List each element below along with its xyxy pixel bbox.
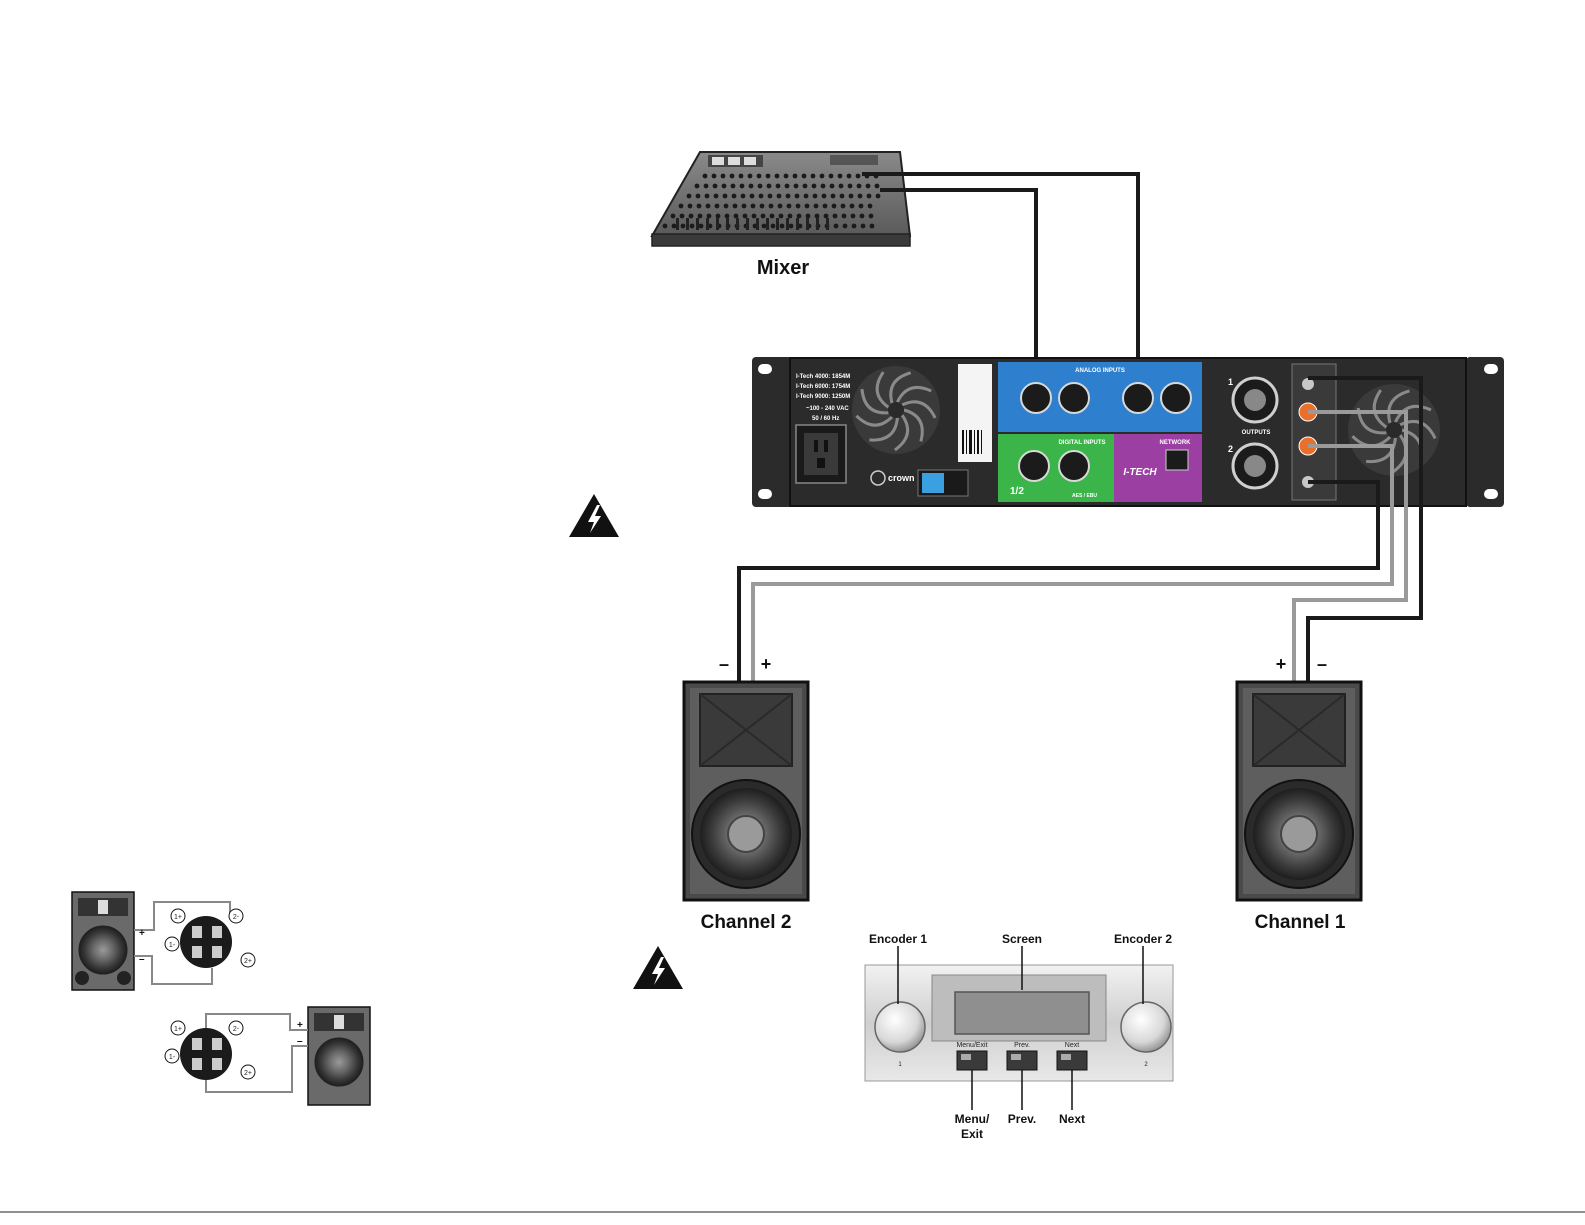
- menu-exit-callout-line1: Menu/: [955, 1112, 990, 1126]
- svg-text:~100 - 240 VAC: ~100 - 240 VAC: [806, 406, 849, 412]
- svg-text:ANALOG INPUTS: ANALOG INPUTS: [1075, 368, 1125, 374]
- speakon-wiring-detail-1: + – 1+ 1- 2- 2+: [72, 892, 255, 990]
- ch2-plus: +: [761, 654, 772, 674]
- lcd-screen: [955, 992, 1089, 1034]
- next-button[interactable]: [1057, 1051, 1087, 1070]
- ch1-minus: –: [1317, 654, 1327, 674]
- svg-text:+: +: [297, 1020, 303, 1031]
- next-callout: Next: [1059, 1112, 1085, 1126]
- svg-text:DIGITAL INPUTS: DIGITAL INPUTS: [1058, 440, 1105, 446]
- svg-text:OUTPUTS: OUTPUTS: [1242, 430, 1271, 436]
- svg-text:–: –: [297, 1036, 303, 1047]
- electrical-hazard-warning-icon: [569, 494, 619, 537]
- ch2-minus: –: [719, 654, 729, 674]
- encoder-2-knob[interactable]: [1121, 1002, 1171, 1052]
- svg-text:1-: 1-: [169, 942, 176, 949]
- svg-text:1/2: 1/2: [1010, 486, 1024, 497]
- svg-text:+: +: [139, 928, 145, 939]
- svg-text:NETWORK: NETWORK: [1160, 440, 1192, 446]
- svg-text:crown: crown: [888, 473, 915, 483]
- svg-text:2-: 2-: [233, 914, 240, 921]
- mixer: [652, 152, 910, 246]
- menu-exit-callout-line2: Exit: [961, 1127, 983, 1141]
- svg-text:1: 1: [1228, 377, 1233, 387]
- prev-button-label: Prev.: [1014, 1042, 1030, 1049]
- svg-text:1-: 1-: [169, 1054, 176, 1061]
- encoder-1-callout: Encoder 1: [869, 932, 927, 946]
- svg-text:1+: 1+: [174, 1026, 182, 1033]
- encoder-1-knob[interactable]: [875, 1002, 925, 1052]
- svg-text:2+: 2+: [244, 958, 252, 965]
- speaker-channel-2: [684, 682, 808, 900]
- next-button-label: Next: [1065, 1042, 1079, 1049]
- svg-text:2+: 2+: [244, 1070, 252, 1077]
- svg-text:2: 2: [1228, 444, 1233, 454]
- menu-exit-button[interactable]: [957, 1051, 987, 1070]
- channel-1-label: Channel 1: [1255, 912, 1346, 933]
- svg-text:–: –: [139, 954, 145, 965]
- svg-text:1+: 1+: [174, 914, 182, 921]
- electrical-hazard-warning-icon: [633, 946, 683, 989]
- svg-text:50 / 60 Hz: 50 / 60 Hz: [812, 416, 839, 422]
- svg-text:I-Tech 4000: 1854M: I-Tech 4000: 1854M: [796, 374, 850, 380]
- ch1-plus: +: [1276, 654, 1287, 674]
- svg-text:I-Tech 9000: 1250M: I-Tech 9000: 1250M: [796, 394, 850, 400]
- svg-text:AES / EBU: AES / EBU: [1072, 493, 1097, 499]
- speaker-channel-1: [1237, 682, 1361, 900]
- menu-exit-button-label: Menu/Exit: [956, 1042, 987, 1049]
- svg-text:2-: 2-: [233, 1026, 240, 1033]
- mixer-label: Mixer: [757, 257, 809, 279]
- svg-text:I-TECH: I-TECH: [1123, 467, 1157, 478]
- speakon-wiring-detail-2: + – 1+ 1- 2- 2+: [165, 1007, 370, 1105]
- svg-text:I-Tech 6000: 1754M: I-Tech 6000: 1754M: [796, 384, 850, 390]
- encoder-2-callout: Encoder 2: [1114, 932, 1172, 946]
- prev-callout: Prev.: [1008, 1112, 1036, 1126]
- prev-button[interactable]: [1007, 1051, 1037, 1070]
- screen-callout: Screen: [1002, 932, 1042, 946]
- channel-2-label: Channel 2: [701, 912, 792, 933]
